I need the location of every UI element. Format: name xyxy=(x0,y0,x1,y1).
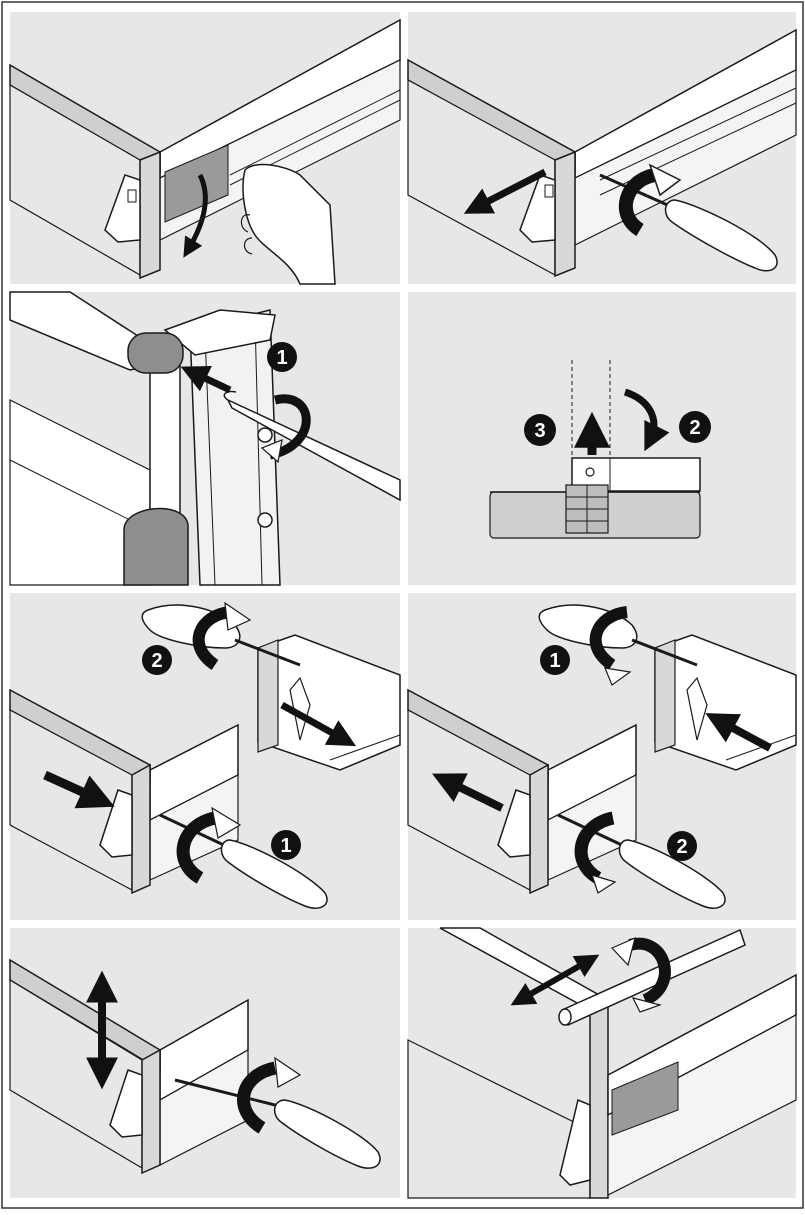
step-number: 2 xyxy=(689,417,700,439)
panel-pull-front-out xyxy=(407,12,797,284)
step-number: 2 xyxy=(151,650,162,672)
panel-remove-front-cover xyxy=(9,12,401,285)
panel-vertical-adjust xyxy=(9,928,400,1198)
panel-adjust-height-in: 2 1 xyxy=(9,593,401,920)
panel-adjust-height-out: 1 2 xyxy=(407,593,797,920)
panel-rail-adjust xyxy=(407,927,797,1199)
step-number: 2 xyxy=(676,836,687,858)
step-number: 1 xyxy=(280,835,291,857)
panel-release-clip: 1 xyxy=(9,291,401,586)
step-number: 1 xyxy=(549,650,560,672)
panel-lift-and-rotate: 3 2 xyxy=(408,292,796,585)
step-number: 1 xyxy=(276,347,287,369)
step-number: 3 xyxy=(534,420,545,442)
